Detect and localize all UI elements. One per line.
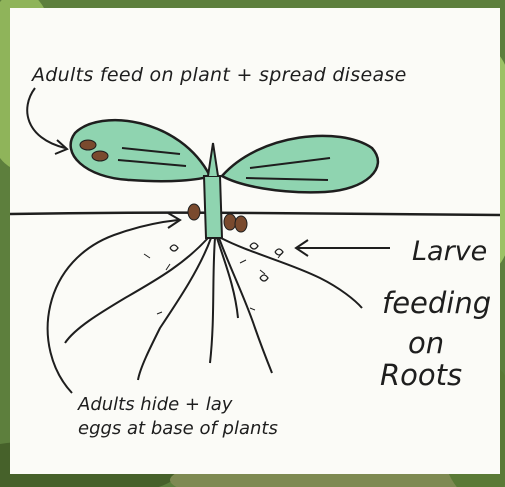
beetle-at-base-2 xyxy=(224,214,236,230)
label-larve: Larve xyxy=(412,236,487,267)
soil-line xyxy=(10,213,500,215)
roots xyxy=(65,238,362,380)
arrow-adults-feed xyxy=(27,88,65,148)
label-on: on xyxy=(408,326,444,360)
label-adults-hide-line2: eggs at base of plants xyxy=(78,418,278,439)
label-feeding: feeding xyxy=(382,286,491,320)
label-adults-feed: Adults feed on plant + spread disease xyxy=(32,64,407,86)
label-adults-hide-line1: Adults hide + lay xyxy=(78,394,232,415)
label-adults-hide: Adults hide + lay eggs at base of plants xyxy=(78,393,278,441)
beetle-at-base-1 xyxy=(188,204,200,220)
stem xyxy=(204,176,222,238)
diagram-card: Adults feed on plant + spread disease La… xyxy=(10,8,500,474)
beetle-at-base-3 xyxy=(235,216,247,232)
right-cotyledon-leaf xyxy=(222,136,378,192)
beetle-on-leaf-2 xyxy=(92,151,108,161)
label-roots: Roots xyxy=(380,358,462,392)
larvae xyxy=(170,243,283,281)
beetle-on-leaf-1 xyxy=(80,140,96,150)
